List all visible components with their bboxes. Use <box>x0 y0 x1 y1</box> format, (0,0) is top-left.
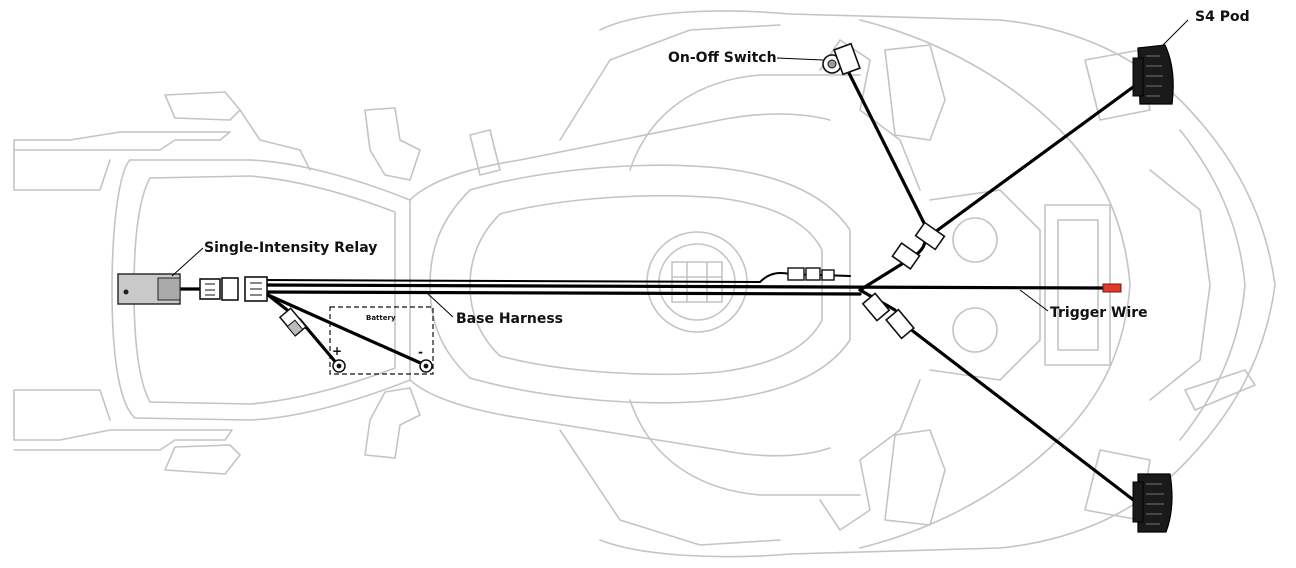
pod-icon <box>1132 44 1174 105</box>
lower-junction-connector-a <box>861 292 891 322</box>
seat-front <box>409 113 831 457</box>
switch-branch-stub <box>759 272 851 283</box>
pod-icon <box>1132 473 1173 533</box>
fairing-top <box>599 10 1276 286</box>
lower-pod-fins <box>1146 483 1164 525</box>
lower-cover <box>559 429 781 546</box>
pod-mount-top <box>1084 49 1151 121</box>
relay-cap <box>157 277 181 301</box>
battery-label: Battery <box>366 314 396 322</box>
switch-knob-center <box>827 59 837 69</box>
wiring <box>178 63 1142 507</box>
upper-cover <box>559 24 781 141</box>
tail-left-edge <box>13 149 111 441</box>
positive-terminal-center <box>336 363 342 369</box>
handlebar-bottom <box>819 379 921 531</box>
connector-relay-b <box>221 277 239 301</box>
relay-leader <box>171 247 204 277</box>
bracket-bottom <box>884 429 946 526</box>
headlight-right <box>1179 129 1246 441</box>
mid-frame-top <box>364 107 421 181</box>
inline-connector-a <box>787 267 805 281</box>
base-harness-main <box>260 283 1107 290</box>
connector-icon <box>861 221 946 340</box>
connector-icon <box>787 267 835 281</box>
seat-rear <box>111 159 411 421</box>
upper-pod-fins <box>1146 55 1163 97</box>
rear-fender-lower <box>13 429 233 451</box>
bracket-top <box>884 44 946 141</box>
gauge-right <box>952 307 998 353</box>
seat-inner <box>133 175 396 405</box>
harness-leader <box>426 292 454 318</box>
pod-leader <box>1161 19 1189 47</box>
mid-frame-bottom <box>364 387 421 459</box>
headlight-inner <box>1149 169 1211 401</box>
base-harness-parallel-2 <box>261 279 761 283</box>
lower-pod-lead <box>903 323 1142 507</box>
fork-area <box>929 189 1041 381</box>
connector-icon <box>199 276 268 302</box>
switch-body <box>833 42 861 76</box>
handlebar-top <box>819 39 921 191</box>
base-harness-parallel <box>260 290 862 296</box>
fuse-holder <box>278 307 308 337</box>
relay-icon <box>117 273 181 305</box>
trigger-wire <box>1102 283 1122 293</box>
relay-mount-hole <box>123 289 129 295</box>
upper-pod-bracket <box>1132 57 1144 97</box>
pod-junction-connector <box>914 221 946 251</box>
trigger-leader <box>1019 289 1049 312</box>
battery-box: Battery + - <box>329 306 434 375</box>
switch-junction-connector <box>891 242 921 270</box>
inline-connector-c <box>821 269 835 281</box>
upper-pod-lead <box>933 80 1142 234</box>
switch-icon <box>822 42 861 76</box>
dash-box <box>1044 204 1111 366</box>
relay-label: Single-Intensity Relay <box>204 240 377 256</box>
gauge-left <box>952 217 998 263</box>
battery-outline <box>329 306 434 375</box>
fairing-inner-bottom <box>859 284 1131 549</box>
fairing-inner-top <box>859 19 1131 286</box>
inline-connector-b <box>805 267 821 281</box>
battery-negative-lead <box>266 293 427 367</box>
switch-lead <box>843 63 927 227</box>
engine-top <box>629 74 861 171</box>
switch-leader <box>776 57 824 61</box>
fuse-holder-cap <box>286 319 304 337</box>
peg-top-left-2 <box>239 109 311 171</box>
engine-bottom <box>629 399 861 496</box>
trigger-tip <box>1102 283 1122 293</box>
fuel-tank-inner <box>469 194 823 376</box>
connector-relay-a <box>199 278 221 300</box>
lower-pod-bracket <box>1132 481 1144 523</box>
rear-fender <box>13 131 231 151</box>
lower-junction-connector-b <box>885 308 915 340</box>
exhaust-top <box>469 129 501 176</box>
pod-label: S4 Pod <box>1195 9 1250 25</box>
harness-label: Base Harness <box>456 311 563 327</box>
connector-pins <box>205 282 262 296</box>
battery-terminal-icon <box>332 359 433 373</box>
fairing-bottom <box>599 284 1276 558</box>
peg-bottom-left <box>164 444 241 475</box>
peg-top-left <box>164 91 241 121</box>
upper-pod-body <box>1137 44 1174 105</box>
fuel-tank <box>429 164 851 404</box>
negative-terminal-center <box>423 363 429 369</box>
trigger-label: Trigger Wire <box>1050 305 1148 321</box>
battery-minus-sign: - <box>418 345 423 359</box>
lower-pod-body <box>1137 473 1173 533</box>
dash-inner <box>1057 219 1099 351</box>
motorcycle-outline <box>13 10 1276 558</box>
mirror-right <box>1184 369 1256 411</box>
leaders <box>171 19 1189 318</box>
battery-plus-sign: + <box>332 344 342 358</box>
switch-label: On-Off Switch <box>668 50 777 66</box>
